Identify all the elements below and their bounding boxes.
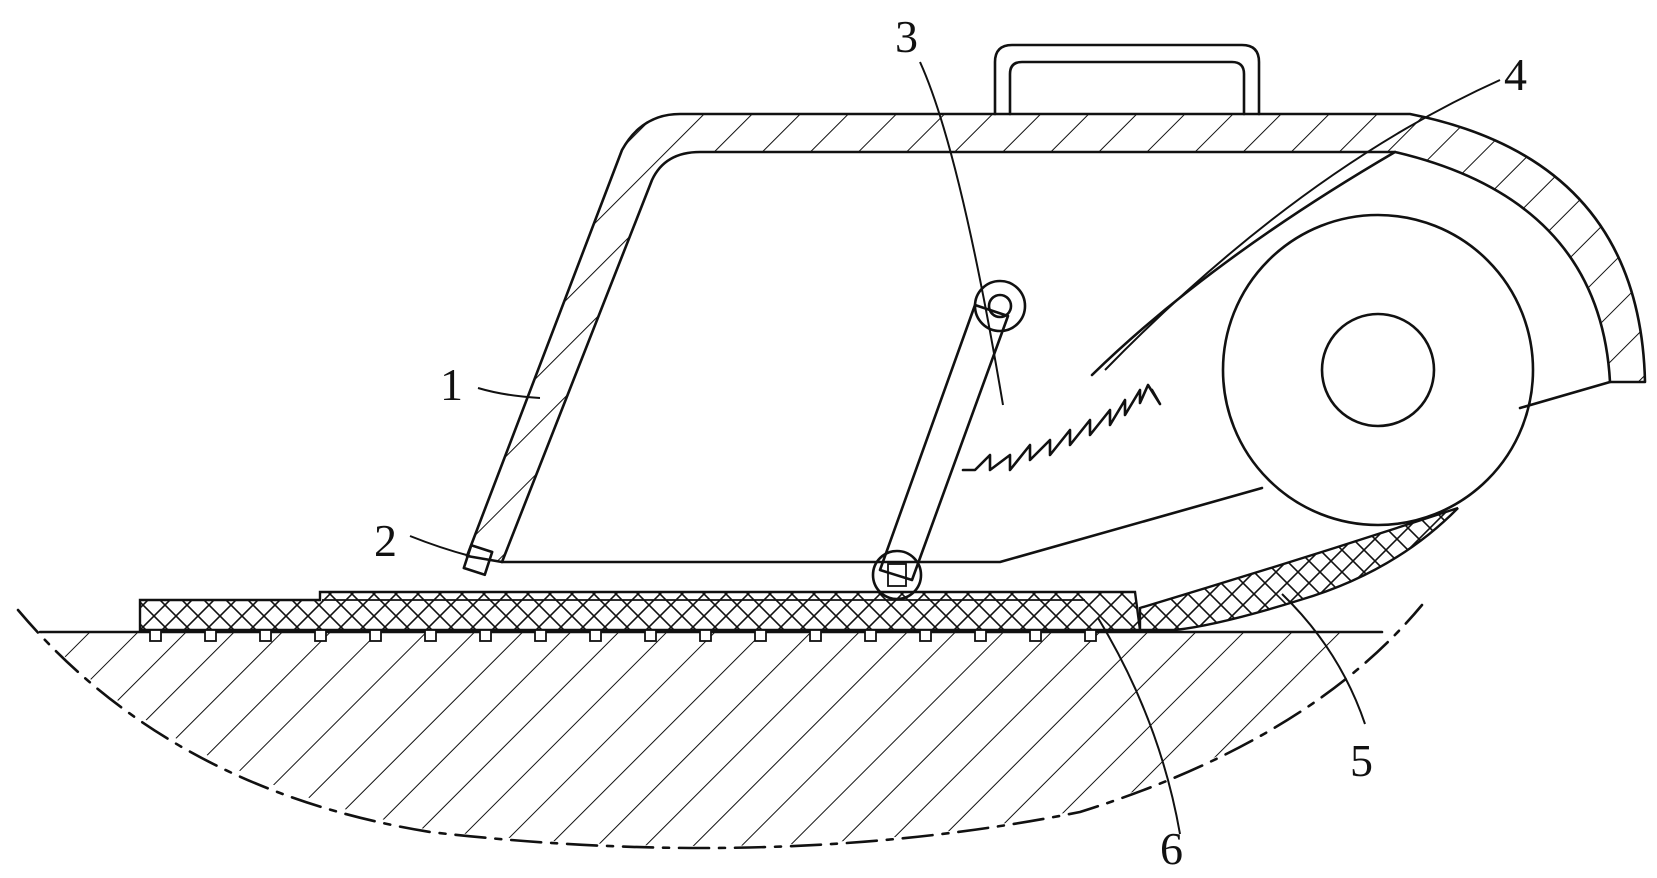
strip-tooth — [534, 629, 547, 642]
small-block-2 — [462, 543, 494, 577]
belt-5 — [1138, 506, 1459, 632]
label-3: 3 — [895, 11, 918, 62]
handle — [993, 43, 1261, 116]
strip-tooth — [589, 629, 602, 642]
label-2: 2 — [374, 515, 397, 566]
strip-tooth — [1029, 629, 1042, 642]
strip-tooth — [259, 629, 272, 642]
part-labels: 1 2 3 4 5 6 — [374, 11, 1527, 874]
internal-frame — [500, 150, 1612, 564]
strip-6 — [138, 590, 1142, 642]
strip-tooth — [204, 629, 217, 642]
ground-section — [16, 603, 1424, 850]
strip-tooth — [369, 629, 382, 642]
label-5: 5 — [1350, 735, 1373, 786]
strip-tooth — [864, 629, 877, 642]
label-4: 4 — [1504, 49, 1527, 100]
lever-3 — [871, 279, 1027, 601]
strip-tooth — [809, 629, 822, 642]
strip-tooth — [424, 629, 437, 642]
strip-tooth — [974, 629, 987, 642]
label-6: 6 — [1160, 823, 1183, 874]
roller — [1221, 213, 1535, 527]
strip-tooth — [314, 629, 327, 642]
housing-shell — [465, 112, 1647, 564]
strip-tooth — [754, 629, 767, 642]
leader-lines — [409, 61, 1501, 835]
strip-tooth — [149, 629, 162, 642]
spring — [961, 383, 1162, 472]
strip-teeth — [149, 629, 1097, 642]
strip-tooth — [479, 629, 492, 642]
label-1: 1 — [440, 359, 463, 410]
strip-tooth — [699, 629, 712, 642]
strip-tooth — [919, 629, 932, 642]
strip-tooth — [644, 629, 657, 642]
strip-tooth — [1084, 629, 1097, 642]
